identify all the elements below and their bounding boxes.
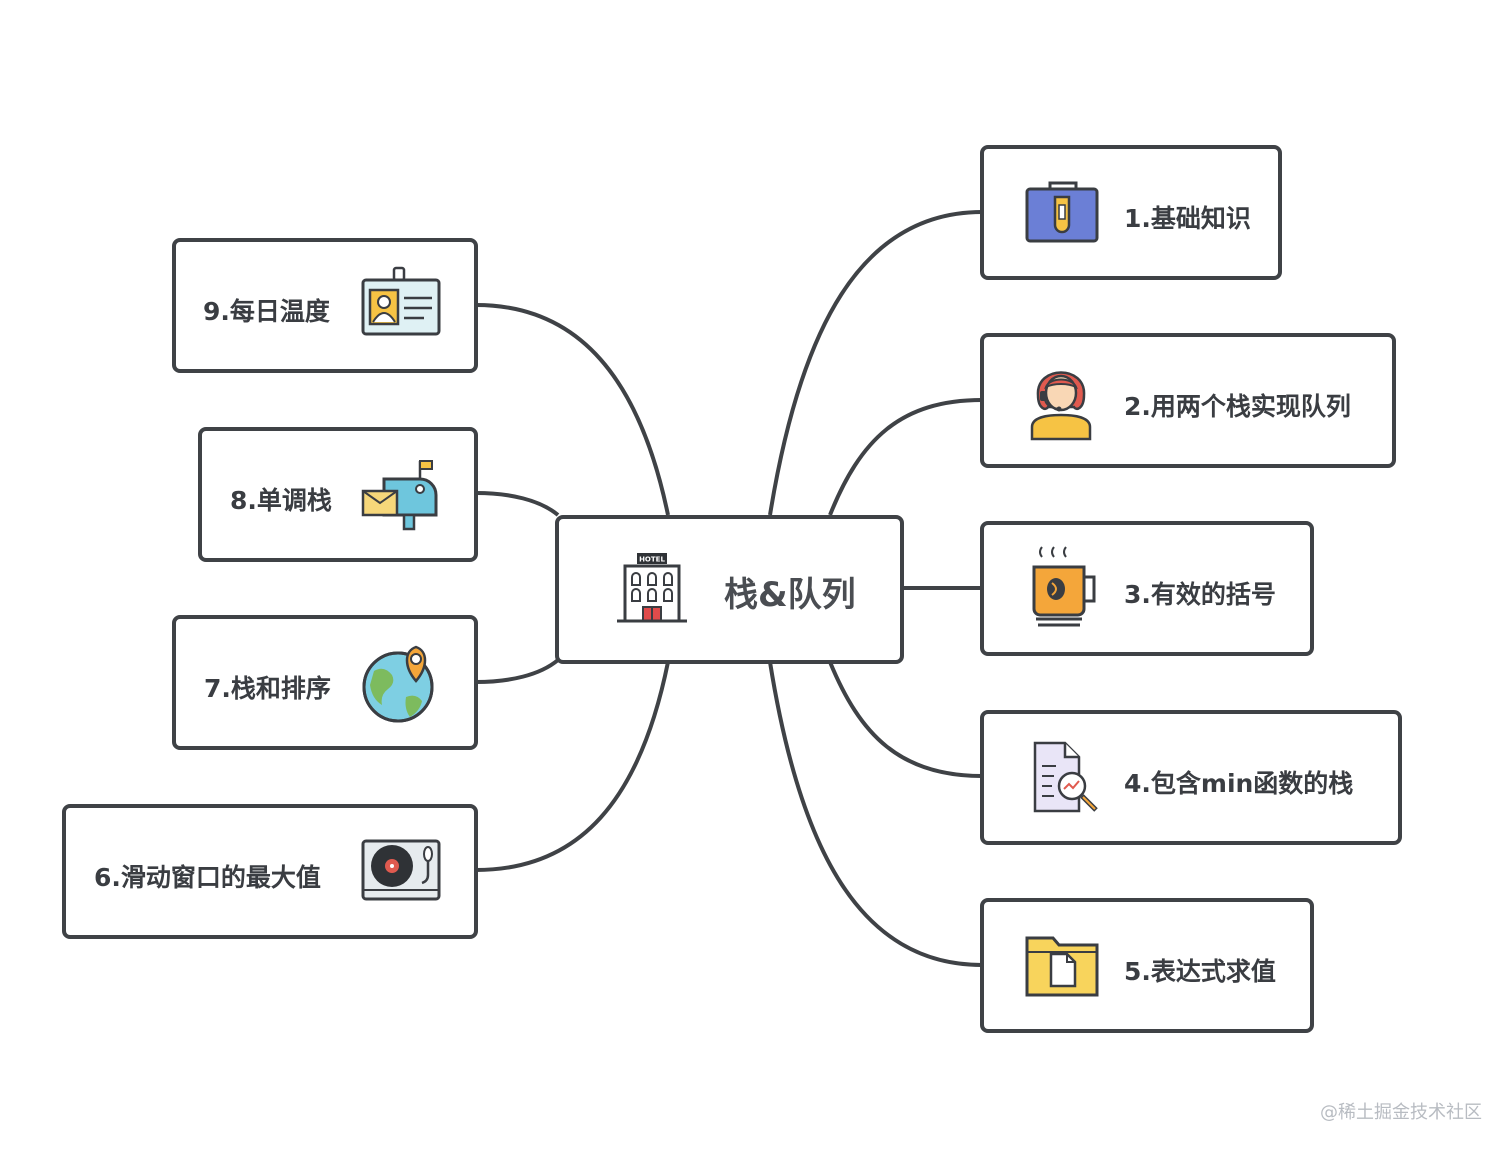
center-label: 栈&队列	[724, 575, 856, 615]
branch-label-7: 7.栈和排序	[204, 674, 331, 703]
connector-7	[475, 658, 560, 684]
branch-label-8: 8.单调栈	[230, 486, 332, 515]
branch-node-5[interactable]: 5.表达式求值	[980, 898, 1314, 1033]
briefcase-icon	[1024, 177, 1102, 247]
branch-label-4: 4.包含min函数的栈	[1124, 769, 1354, 798]
watermark: @稀土掘金技术社区	[1320, 1102, 1482, 1123]
coffee-cup-icon	[1028, 545, 1100, 633]
globe-location-icon	[360, 641, 440, 725]
document-search-icon	[1032, 740, 1106, 816]
folder-document-icon	[1024, 932, 1102, 998]
record-player-icon	[360, 838, 442, 904]
branch-node-3[interactable]: 3.有效的括号	[980, 521, 1314, 656]
mailbox-icon	[360, 457, 444, 533]
hotel-sign-text: HOTEL	[639, 556, 665, 564]
branch-node-6[interactable]: 6.滑动窗口的最大值	[62, 804, 478, 939]
branch-node-9[interactable]: 9.每日温度	[172, 238, 478, 373]
branch-label-5: 5.表达式求值	[1124, 957, 1276, 986]
branch-label-2: 2.用两个栈实现队列	[1124, 392, 1351, 421]
connector-9	[475, 303, 670, 516]
branch-label-3: 3.有效的括号	[1124, 580, 1276, 609]
connector-4	[828, 661, 983, 778]
connector-2	[828, 398, 983, 516]
branch-node-2[interactable]: 2.用两个栈实现队列	[980, 333, 1396, 468]
branch-node-1[interactable]: 1.基础知识	[980, 145, 1282, 280]
connector-8	[475, 491, 560, 517]
branch-label-6: 6.滑动窗口的最大值	[94, 863, 321, 892]
hotel-icon: HOTEL	[615, 551, 691, 627]
branch-node-8[interactable]: 8.单调栈	[198, 427, 478, 562]
connector-6	[475, 661, 670, 872]
branch-label-1: 1.基础知识	[1124, 204, 1251, 233]
branch-node-4[interactable]: 4.包含min函数的栈	[980, 710, 1402, 845]
support-agent-icon	[1028, 359, 1094, 441]
connector-5	[768, 661, 983, 967]
branch-label-9: 9.每日温度	[203, 297, 330, 326]
connector-1	[768, 210, 983, 516]
branch-node-7[interactable]: 7.栈和排序	[172, 615, 478, 750]
id-badge-icon	[360, 266, 442, 340]
center-node[interactable]: HOTEL 栈&队列	[555, 515, 904, 664]
